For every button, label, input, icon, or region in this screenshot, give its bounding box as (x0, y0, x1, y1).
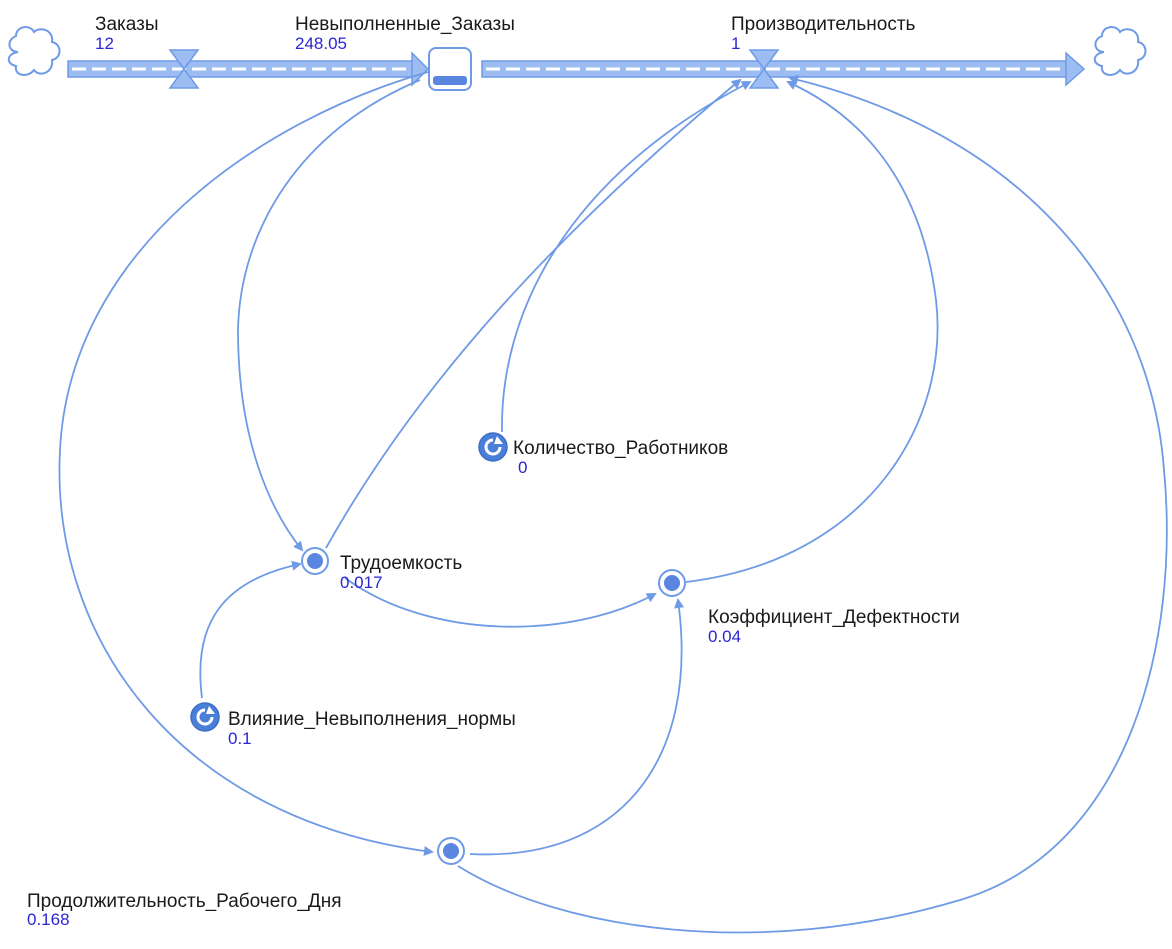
link-workers-to-productivity (501, 81, 752, 433)
link-backlog-to-workday (58, 71, 434, 856)
productivity-value: 1 (731, 34, 741, 53)
link-norm-to-labor (199, 560, 302, 699)
workday-value: 0.168 (27, 910, 70, 929)
inflow-pipe[interactable] (67, 51, 430, 87)
backlog-value: 248.05 (295, 34, 347, 53)
workday-node-icon[interactable] (437, 837, 465, 865)
link-workday-to-defect (469, 598, 685, 856)
orders-label: Заказы (95, 14, 159, 35)
defect-coef-label: Коэффициент_Дефектности (708, 607, 960, 628)
link-backlog-to-labor (237, 79, 421, 552)
labor-intensity-value: 0.017 (340, 573, 383, 592)
orders-valve-icon[interactable] (168, 49, 200, 89)
source-cloud-icon (7, 26, 61, 76)
productivity-label: Производительность (731, 14, 916, 35)
backlog-label: Невыполненные_Заказы (295, 14, 515, 35)
orders-value: 12 (95, 34, 114, 53)
sink-cloud-icon (1093, 26, 1147, 76)
workers-parameter-icon[interactable] (478, 432, 508, 462)
defect-coef-value: 0.04 (708, 627, 742, 646)
workers-label: Количество_Работников (513, 438, 729, 459)
norm-failure-value: 0.1 (228, 729, 252, 748)
defect-coef-node-icon[interactable] (658, 569, 686, 597)
workday-label: Продолжительность_Рабочего_Дня (27, 891, 342, 912)
link-labor-to-defect (344, 577, 657, 628)
norm-failure-parameter-icon[interactable] (190, 702, 220, 732)
link-workday-to-productivity (457, 74, 1168, 934)
labor-intensity-label: Трудоемкость (340, 553, 463, 574)
workers-value: 0 (518, 458, 528, 477)
link-labor-to-productivity (325, 78, 742, 549)
outflow-pipe[interactable] (481, 51, 1086, 87)
norm-failure-label: Влияние_Невыполнения_нормы (228, 709, 516, 730)
link-defect-to-productivity (685, 80, 939, 583)
backlog-stock-icon[interactable] (428, 47, 472, 91)
productivity-valve-icon[interactable] (748, 49, 780, 89)
labor-intensity-node-icon[interactable] (301, 547, 329, 575)
